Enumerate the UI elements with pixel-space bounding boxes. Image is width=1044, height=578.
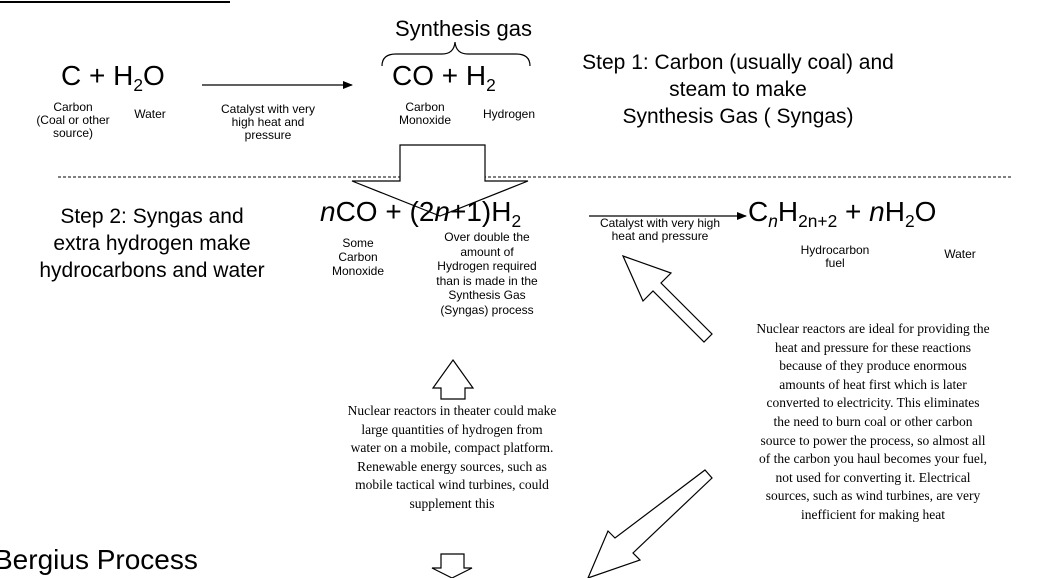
heat-note-up-arrow <box>621 254 713 343</box>
synthesis-gas-brace <box>381 41 531 67</box>
over-double-hydrogen-label: Over double the amount of Hydrogen requi… <box>436 230 538 317</box>
nuclear-hydrogen-note: Nuclear reactors in theater could make l… <box>347 403 557 511</box>
step2-products-equation: CnH2n+2 + nH2O <box>748 196 937 232</box>
step2-catalyst-label: Catalyst with very high heat and pressur… <box>599 216 721 243</box>
some-carbon-monoxide-label: Some Carbon Monoxide <box>331 236 385 278</box>
bottom-down-arrow <box>431 553 473 578</box>
syngas-down-arrow <box>351 144 529 217</box>
bergius-process-heading: Bergius Process <box>0 544 198 575</box>
step1-description: Step 1: Carbon (usually coal) and steam … <box>582 51 894 128</box>
step2-description: Step 2: Syngas and extra hydrogen make h… <box>39 205 265 282</box>
synthesis-gas-title: Synthesis gas <box>395 16 532 41</box>
carbon-label: Carbon (Coal or other source) <box>36 100 110 140</box>
step2-water-label: Water <box>944 247 976 261</box>
hydrogen-up-arrow <box>431 358 475 400</box>
step2-reactants-equation: nCO + (2n+1)H2 <box>320 196 522 232</box>
nuclear-heat-note: Nuclear reactors are ideal for providing… <box>756 321 990 522</box>
hydrocarbon-fuel-label: Hydrocarbon fuel <box>800 243 870 270</box>
water-label: Water <box>134 107 166 121</box>
heat-note-down-arrow <box>587 469 713 578</box>
carbon-monoxide-label: Carbon Monoxide <box>398 100 452 127</box>
step1-reactants-equation: C + H2O <box>61 60 165 96</box>
hydrogen-label: Hydrogen <box>482 107 536 121</box>
step1-products-equation: CO + H2 <box>392 60 496 96</box>
step1-catalyst-label: Catalyst with very high heat and pressur… <box>220 102 316 142</box>
